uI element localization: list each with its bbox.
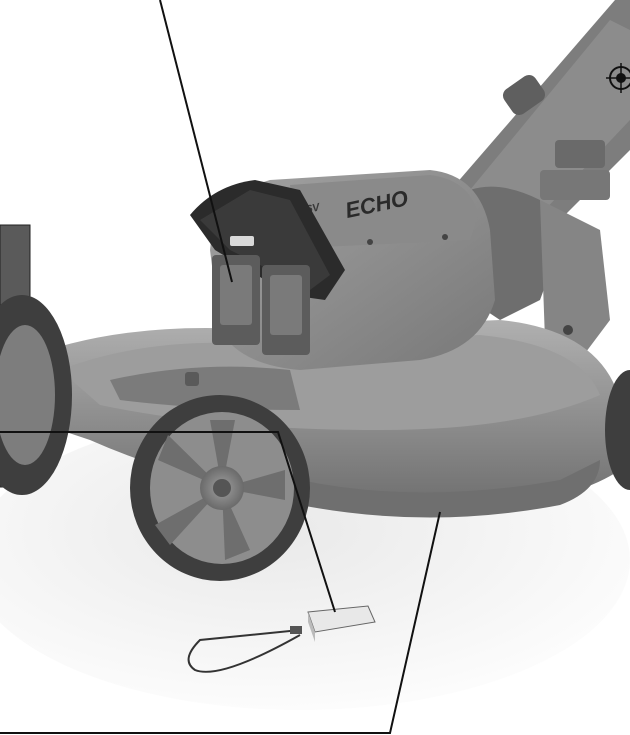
callout-line-battery [159,0,233,283]
battery-packs [212,236,310,355]
callout-line-key [0,431,336,613]
safety-key [187,605,376,673]
callout-leader-lines [0,0,441,734]
crosshair-target-icon [606,63,630,93]
left-wheel [0,295,72,495]
front-wheel [130,395,310,581]
callout-line-deck [0,511,441,734]
right-rear-wheel [605,370,630,490]
